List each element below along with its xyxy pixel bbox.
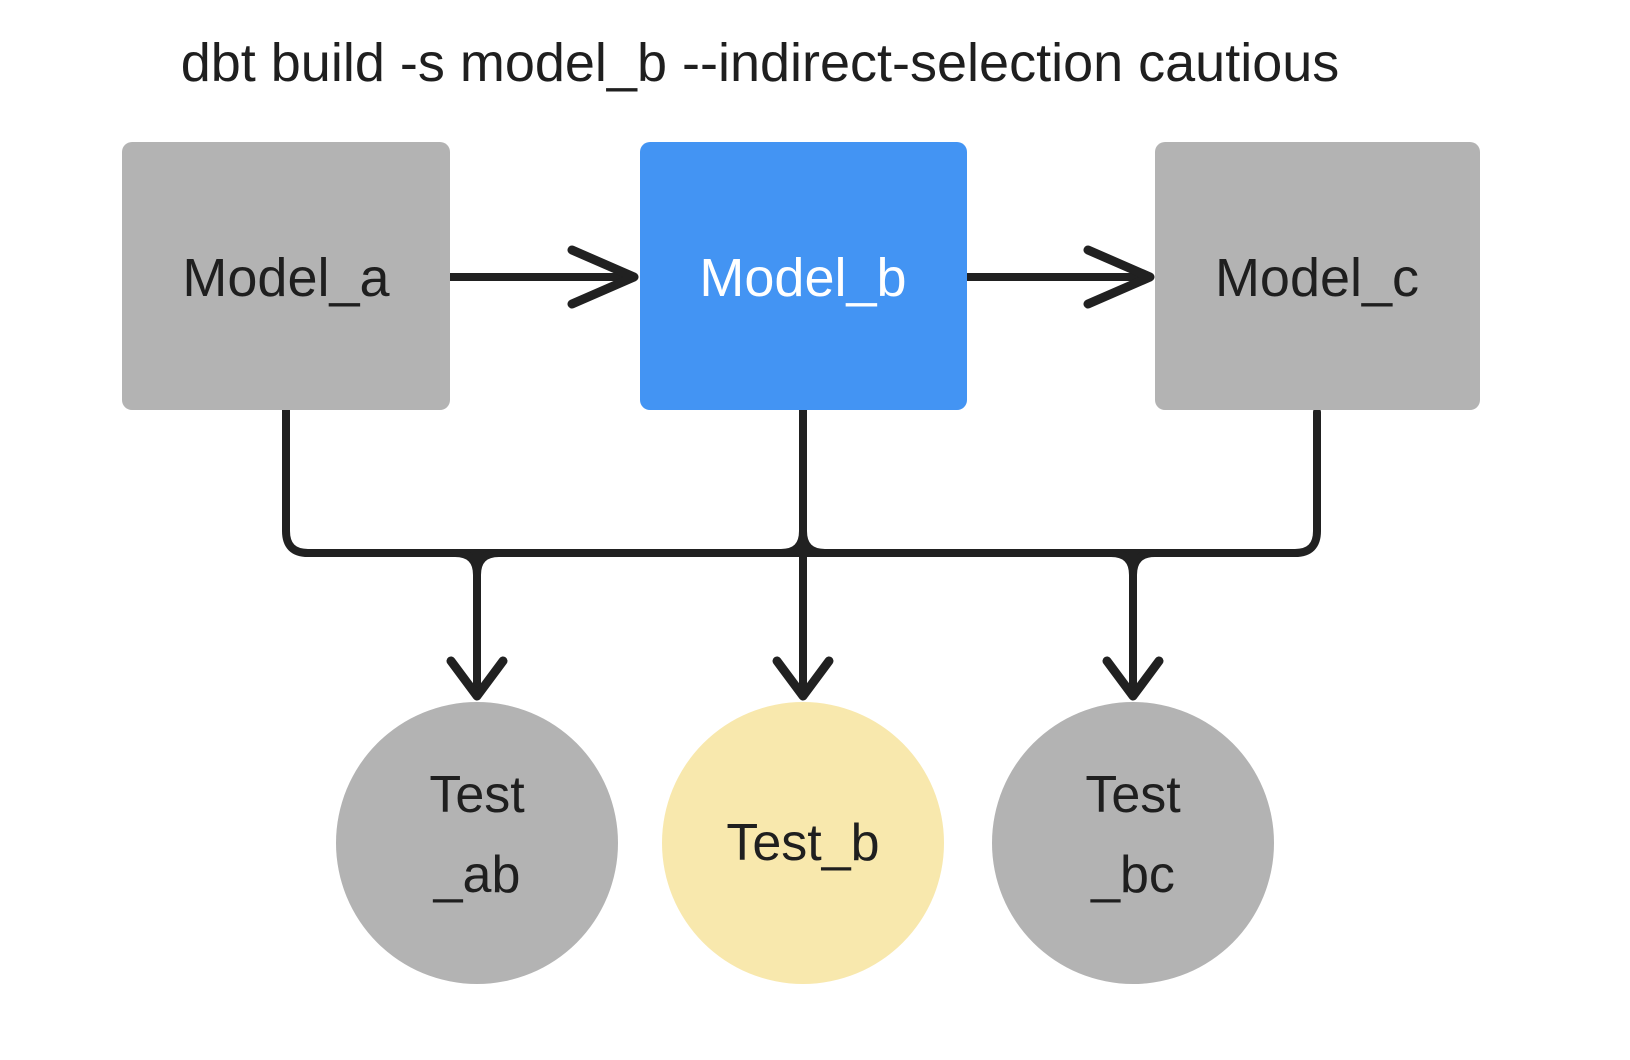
test-bc-label-line1: Test (1085, 766, 1181, 824)
arrowhead-model-c-icon (1083, 245, 1155, 309)
test-ab-label-line2: _ab (433, 846, 521, 904)
arrowhead-test-bc-icon (1102, 656, 1164, 701)
model-b-label: Model_b (699, 248, 906, 308)
test-bc-label-line2: _bc (1090, 846, 1175, 904)
edges (282, 245, 1321, 701)
test-bc-node (992, 702, 1274, 984)
diagram-title: dbt build -s model_b --indirect-selectio… (181, 33, 1340, 93)
arrowhead-test-b-icon (772, 656, 834, 701)
arrowhead-model-b-icon (567, 245, 639, 309)
test-b-node-selected (662, 702, 944, 984)
model-c-label: Model_c (1215, 248, 1419, 308)
model-b-node-selected (640, 142, 967, 410)
model-nodes: Model_a Model_b Model_c (122, 142, 1480, 410)
test-nodes: Test _ab Test_b Test _bc (336, 702, 1274, 984)
model-c-node (1155, 142, 1480, 410)
test-b-label: Test_b (726, 814, 879, 872)
model-a-node (122, 142, 450, 410)
test-ab-node (336, 702, 618, 984)
model-a-label: Model_a (182, 248, 390, 308)
arrowhead-test-ab-icon (446, 656, 508, 701)
test-ab-label-line1: Test (429, 766, 525, 824)
